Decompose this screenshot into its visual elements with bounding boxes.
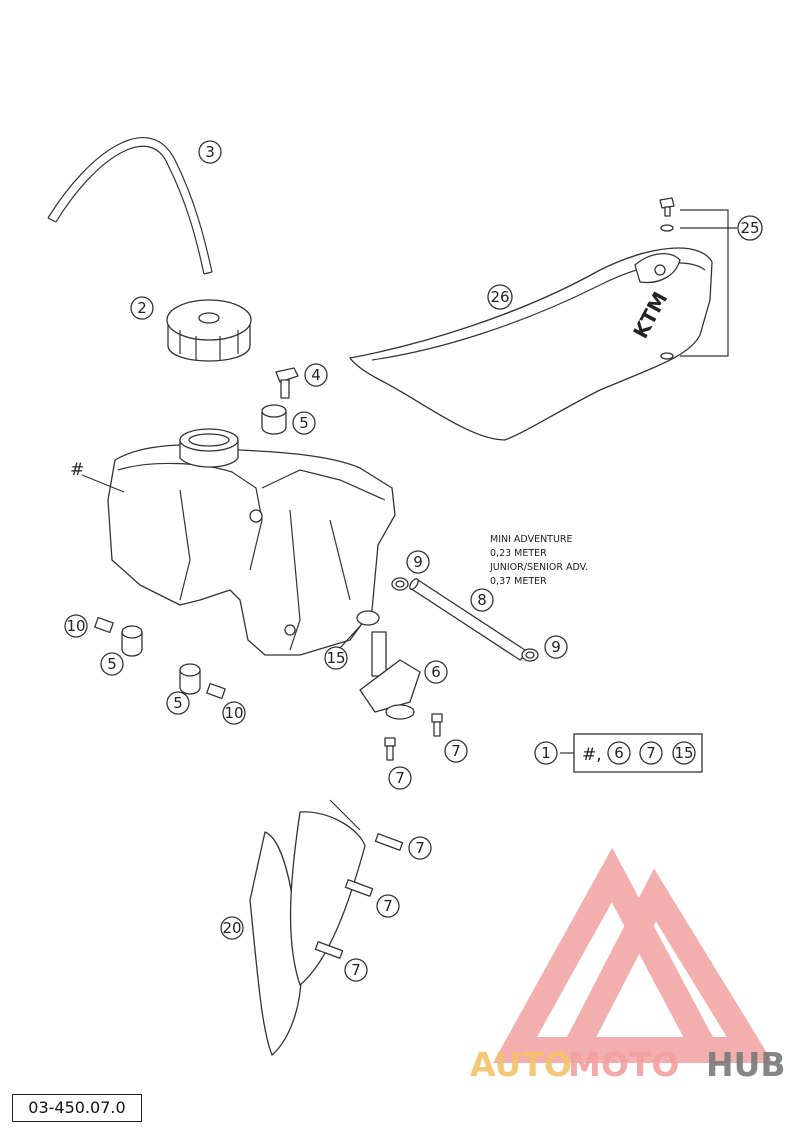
note-line-3: JUNIOR/SENIOR ADV. [489, 562, 588, 573]
callout-7c: 7 [408, 836, 432, 860]
callout-6: 6 [424, 660, 448, 684]
drawing-number: 03-450.07.0 [12, 1094, 142, 1122]
callout-8: 8 [470, 588, 494, 612]
svg-text:7: 7 [451, 742, 461, 760]
hose-clamp-9b [521, 648, 539, 662]
watermark-hub: HUB [706, 1045, 786, 1084]
watermark-auto: AUTO [470, 1045, 572, 1084]
callout-5a: 5 [292, 411, 316, 435]
callout-10b: 10 [222, 701, 246, 725]
screw-7d [344, 879, 374, 897]
callout-5c: 5 [166, 691, 190, 715]
callout-15: 15 [324, 646, 348, 670]
screw-4 [275, 367, 299, 399]
callout-7b: 7 [388, 766, 412, 790]
spacer-5a [121, 625, 143, 657]
o-ring-15 [356, 610, 380, 626]
svg-text:7: 7 [646, 744, 656, 762]
filler-cap [166, 299, 252, 362]
svg-text:6: 6 [614, 744, 624, 762]
callout-7e: 7 [344, 958, 368, 982]
screw-10a [94, 616, 114, 634]
screw-10b [206, 682, 226, 700]
callout-20: 20 [220, 916, 244, 940]
fuel-tap [359, 631, 421, 720]
seat: KTM [349, 247, 713, 441]
leader-hash [81, 474, 125, 493]
svg-text:9: 9 [551, 638, 561, 656]
callout-10a: 10 [64, 614, 88, 638]
callout-3: 3 [198, 140, 222, 164]
svg-text:15: 15 [674, 744, 693, 762]
svg-text:10: 10 [224, 704, 243, 722]
tank-hash-label: # [70, 460, 84, 480]
callout-4: 4 [304, 363, 328, 387]
kit-callout-6: 6 [607, 741, 631, 765]
callout-9b: 9 [544, 635, 568, 659]
callout-2: 2 [130, 296, 154, 320]
svg-text:10: 10 [66, 617, 85, 635]
screw-7b [431, 713, 443, 737]
seat-screw [659, 197, 675, 360]
svg-text:26: 26 [490, 288, 509, 306]
watermark-text: AUTO MOTO HUB [470, 1045, 786, 1084]
screw-7a [384, 737, 396, 761]
callout-1: 1 [534, 741, 558, 765]
svg-text:6: 6 [431, 663, 441, 681]
length-note: MINI ADVENTURE 0,23 METER JUNIOR/SENIOR … [489, 534, 588, 587]
note-line-4: 0,37 METER [490, 576, 547, 587]
spacer-5b [179, 663, 201, 695]
svg-text:3: 3 [205, 143, 215, 161]
note-line-2: 0,23 METER [490, 548, 547, 559]
callout-9a: 9 [406, 550, 430, 574]
callout-25: 25 [737, 215, 763, 241]
callout-7a: 7 [444, 739, 468, 763]
spoiler-20 [249, 799, 366, 1056]
svg-text:8: 8 [477, 591, 487, 609]
spacer-5-top [261, 404, 287, 435]
fuel-hose [47, 137, 213, 275]
svg-text:4: 4 [311, 366, 321, 384]
svg-text:5: 5 [299, 414, 309, 432]
svg-text:7: 7 [383, 897, 393, 915]
kit-hash-label: #, [582, 745, 602, 765]
callout-7d: 7 [376, 894, 400, 918]
svg-text:1: 1 [541, 744, 551, 762]
callout-5b: 5 [100, 652, 124, 676]
svg-text:7: 7 [395, 769, 405, 787]
svg-text:2: 2 [137, 299, 147, 317]
leader-15 [339, 623, 363, 649]
svg-text:7: 7 [415, 839, 425, 857]
kit-callout-15: 15 [672, 741, 696, 765]
svg-text:7: 7 [351, 961, 361, 979]
watermark-logo [492, 847, 774, 1063]
screw-7c [374, 833, 404, 851]
note-line-1: MINI ADVENTURE [490, 534, 573, 545]
svg-text:25: 25 [740, 219, 759, 237]
kit-callout-7: 7 [639, 741, 663, 765]
svg-text:15: 15 [326, 649, 345, 667]
svg-text:5: 5 [107, 655, 117, 673]
fuel-line-8 [409, 578, 529, 661]
svg-text:20: 20 [222, 919, 241, 937]
screw-7e [314, 941, 344, 959]
svg-text:5: 5 [173, 694, 183, 712]
watermark-moto: MOTO [568, 1045, 679, 1084]
hose-clamp-9a [391, 577, 409, 591]
callout-26: 26 [487, 284, 513, 310]
svg-text:9: 9 [413, 553, 423, 571]
fuel-tank [107, 428, 396, 656]
bracket-25 [680, 209, 737, 357]
